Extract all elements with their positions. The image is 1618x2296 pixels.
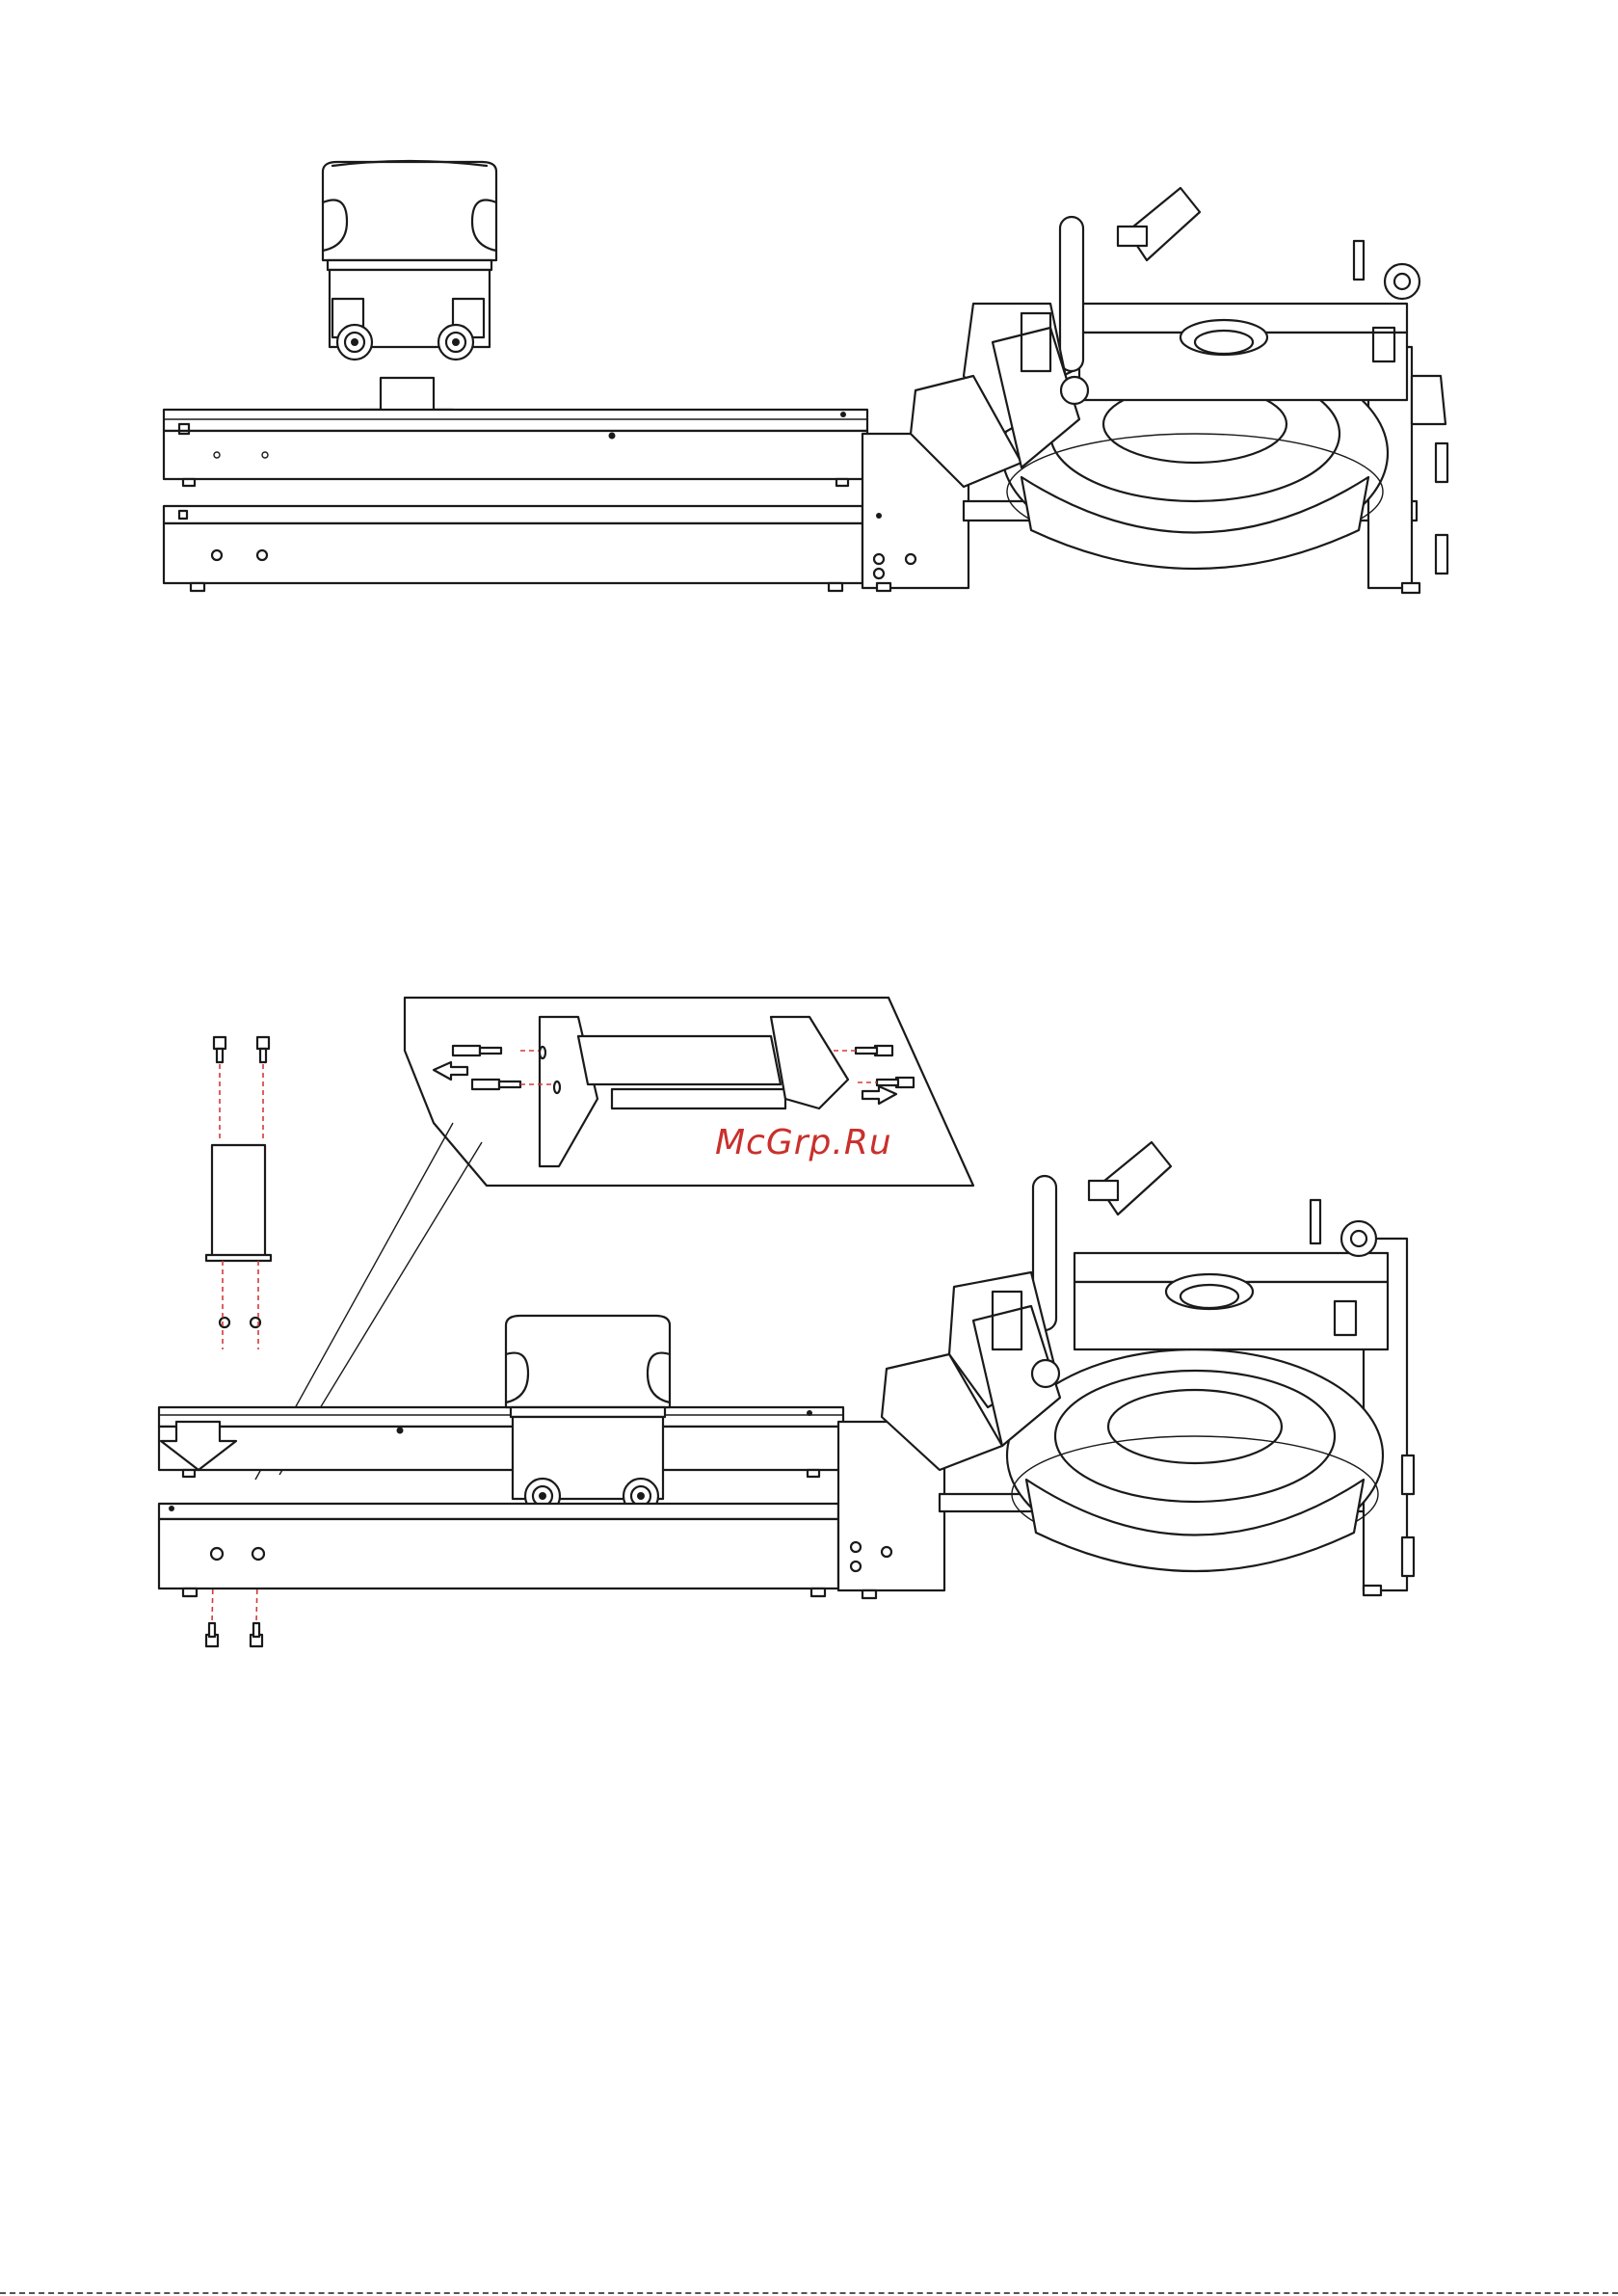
seat [323,161,496,347]
lower-rail [159,1504,838,1596]
seat-wheel [337,325,372,360]
rower-assembly-drawing-2: McGrp.Ru [0,983,1618,1677]
water-tank [1007,1349,1383,1571]
seat-placement-figure [0,145,1618,598]
page-bottom-edge [0,2292,1618,2296]
upper-rail [164,410,867,486]
seat [506,1316,670,1499]
top-frame [1074,1200,1388,1349]
rower-assembly-drawing-1 [0,145,1618,598]
watermark: McGrp.Ru [715,1123,892,1162]
upper-rail [159,1407,843,1477]
rail-fixing-figure: McGrp.Ru [0,983,1618,1677]
lower-rail [164,506,862,591]
top-frame [1079,241,1419,400]
seat-wheel [438,325,473,360]
